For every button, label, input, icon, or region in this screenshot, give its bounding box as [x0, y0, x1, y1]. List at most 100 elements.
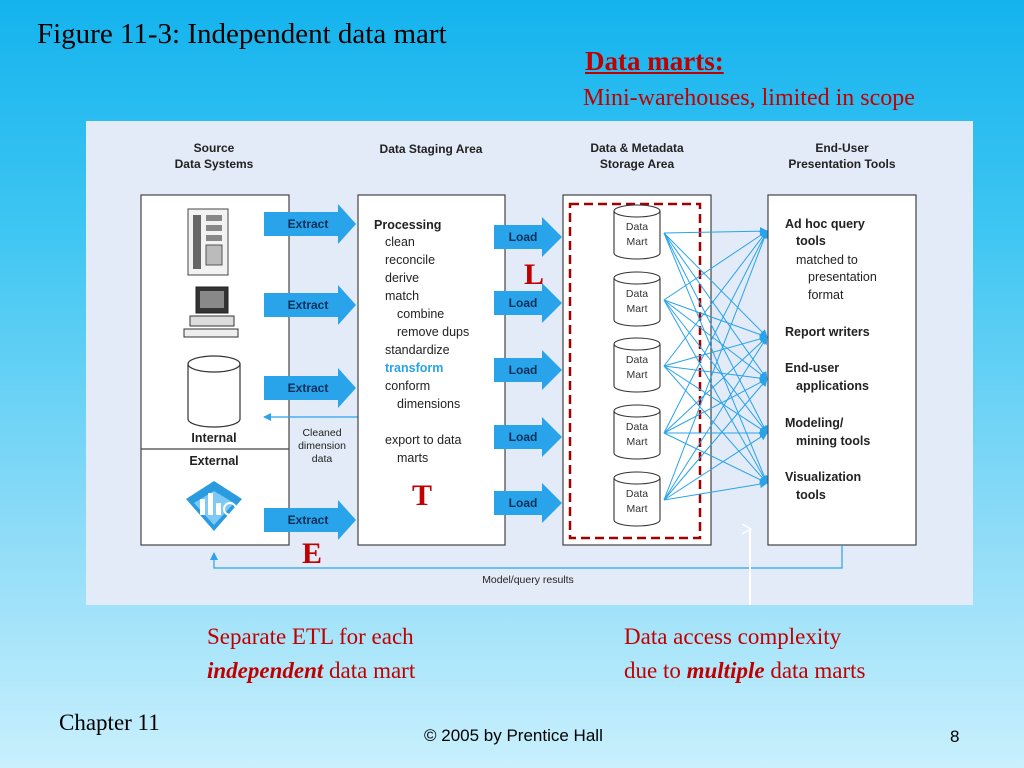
mart-tool-connection-line — [663, 480, 768, 501]
marker-e: E — [302, 537, 322, 570]
step-match: match — [385, 289, 419, 303]
step-reconcile: reconcile — [385, 253, 435, 267]
mart-tool-connection-line — [663, 230, 768, 301]
data-mart-label: Mart — [627, 303, 648, 315]
mart-tool-connection-line — [663, 230, 768, 434]
load-arrow-1: Load — [494, 217, 562, 257]
tool-adhoc-2: tools — [796, 234, 826, 248]
load-arrow-4: Load — [494, 417, 562, 457]
model-query-results-label: Model/query results — [482, 574, 574, 586]
header-staging: Data Staging Area — [380, 142, 483, 156]
mart-tool-connection-line — [663, 365, 768, 434]
data-mart-label: Mart — [627, 369, 648, 381]
data-mart-label: Mart — [627, 436, 648, 448]
marker-t: T — [412, 479, 432, 512]
header-source-line2: Data Systems — [175, 157, 254, 171]
header-storage-line1: Data & Metadata — [590, 141, 684, 155]
tool-adhoc-5: format — [808, 288, 844, 302]
tool-visualization-1: Visualization — [785, 470, 861, 484]
caption-right-emphasis: multiple — [686, 658, 765, 683]
mart-tool-connection-line — [663, 365, 768, 484]
mart-tool-connection-line — [663, 230, 768, 367]
data-mart-label: Data — [626, 354, 648, 366]
mart-tool-connection-line — [663, 432, 768, 501]
slide-title: Figure 11-3: Independent data mart — [37, 18, 447, 50]
desktop-computer-icon — [183, 286, 239, 338]
tool-adhoc-3: matched to — [796, 253, 858, 267]
mart-tool-connection-line — [663, 378, 768, 501]
extract-arrow-1: Extract — [264, 204, 356, 244]
load-arrow-2: Load — [494, 283, 562, 323]
footer-copyright: © 2005 by Prentice Hall — [424, 726, 603, 745]
mart-tool-connection-line — [663, 336, 768, 501]
step-remove-dups: remove dups — [397, 325, 469, 339]
data-mart-label: Data — [626, 488, 648, 500]
svg-text:Extract: Extract — [288, 217, 329, 231]
mart-tool-connection-line — [663, 299, 768, 484]
step-export: export to data — [385, 433, 461, 447]
data-marts-heading: Data marts: — [585, 46, 724, 76]
svg-text:Load: Load — [509, 496, 538, 510]
caption-separate-etl: Separate ETL for each independent data m… — [207, 620, 415, 688]
step-marts: marts — [397, 451, 428, 465]
caption-left-line1: Separate ETL for each — [207, 624, 414, 649]
step-clean: clean — [385, 235, 415, 249]
header-tools-line2: Presentation Tools — [788, 157, 895, 171]
tool-visualization-2: tools — [796, 488, 826, 502]
header-tools-line1: End-User — [815, 141, 869, 155]
internal-label: Internal — [191, 431, 236, 445]
mart-tool-connection-line — [663, 227, 768, 236]
svg-text:Load: Load — [509, 430, 538, 444]
mart-tool-connection-line — [663, 336, 768, 434]
step-standardize: standardize — [385, 343, 450, 357]
processing-title: Processing — [374, 218, 441, 232]
tool-adhoc-4: presentation — [808, 270, 877, 284]
data-marts-subheading: Mini-warehouses, limited in scope — [583, 85, 915, 111]
model-query-results-arrow — [210, 545, 843, 569]
step-combine: combine — [397, 307, 444, 321]
svg-text:Load: Load — [509, 230, 538, 244]
caption-access-complexity: Data access complexity due to multiple d… — [624, 620, 865, 688]
tool-enduser-2: applications — [796, 379, 869, 393]
step-transform: transform — [385, 361, 443, 375]
cleaned-label-3: data — [312, 453, 333, 465]
data-mart-label: Data — [626, 221, 648, 233]
data-mart-label: Data — [626, 421, 648, 433]
data-mart-label: Mart — [627, 503, 648, 515]
page-number: 8 — [950, 727, 960, 746]
step-derive: derive — [385, 271, 419, 285]
tool-enduser-1: End-user — [785, 361, 839, 375]
extract-arrow-2: Extract — [264, 285, 356, 325]
internal-database-icon — [187, 355, 241, 428]
cleaned-label-1: Cleaned — [302, 427, 341, 439]
mart-tool-connection-line — [663, 365, 768, 383]
mart-tool-connection-line — [663, 299, 768, 339]
mart-tool-connection-line — [663, 299, 768, 380]
mart-tool-connection-line — [663, 232, 768, 338]
step-conform: conform — [385, 379, 430, 393]
presentation-tools-box — [767, 194, 917, 546]
staging-area-box — [357, 194, 506, 546]
load-arrow-3: Load — [494, 350, 562, 390]
mart-tool-connection-line — [663, 335, 768, 367]
svg-text:Extract: Extract — [288, 513, 329, 527]
marker-l: L — [524, 258, 544, 291]
caption-right-line2: data marts — [764, 658, 866, 683]
mart-tool-connection-line — [663, 232, 769, 484]
header-source-line1: Source — [194, 141, 235, 155]
load-arrow-5: Load — [494, 483, 562, 523]
footer-chapter: Chapter 11 — [59, 710, 160, 735]
data-mart-label: Mart — [627, 236, 648, 248]
extract-arrow-4: Extract — [264, 500, 356, 540]
svg-text:Load: Load — [509, 363, 538, 377]
tool-modeling-2: mining tools — [796, 434, 870, 448]
mart-tool-connection-line — [663, 232, 768, 380]
caption-left-emphasis: independent — [207, 658, 324, 683]
external-data-icon — [186, 481, 242, 531]
header-storage-line2: Storage Area — [600, 157, 675, 171]
